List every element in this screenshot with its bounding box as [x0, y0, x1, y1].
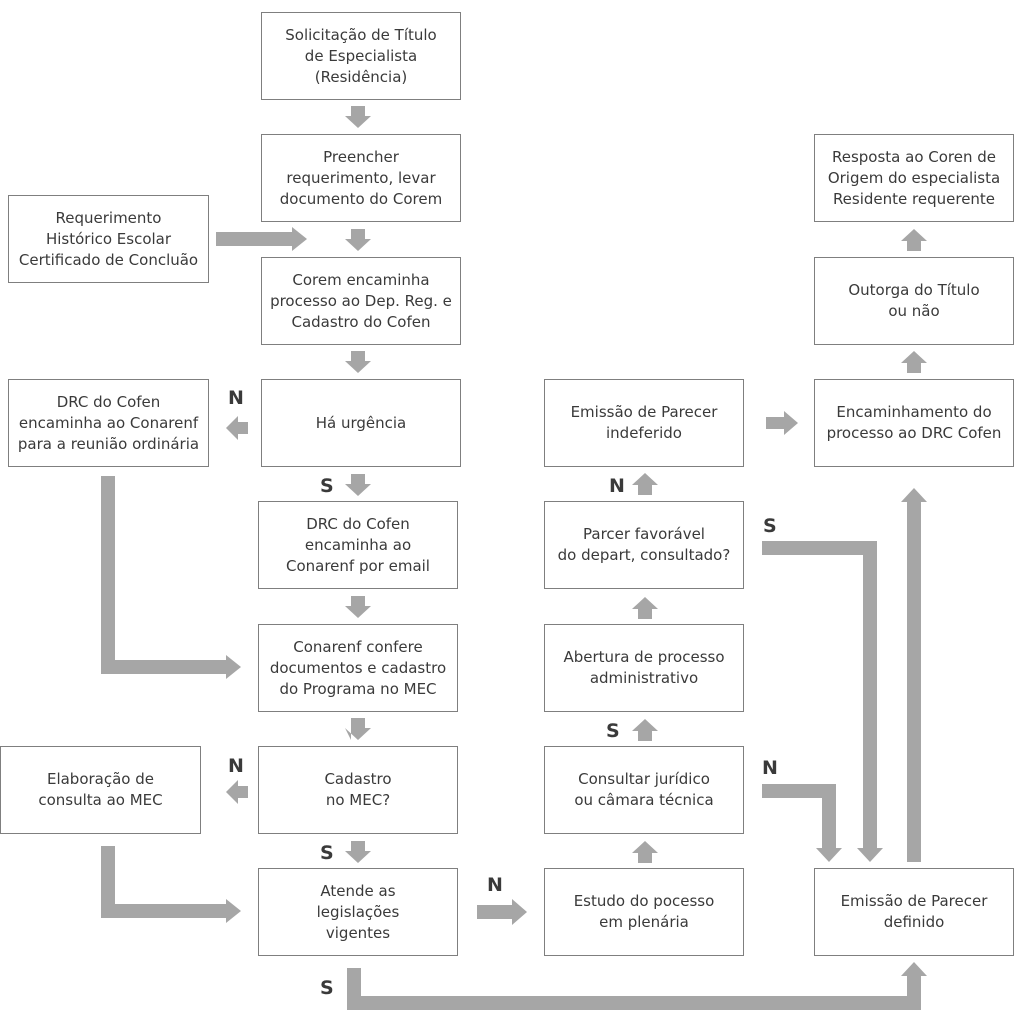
path-favoravel-s	[762, 541, 883, 862]
arrow-up-favoravel	[632, 473, 658, 495]
path-definido-up	[901, 488, 927, 862]
arrow-up-abertura	[632, 597, 658, 619]
label-atende-n: N	[487, 874, 503, 896]
arrow-up-outorga	[901, 229, 927, 251]
node-solicitacao: Solicitação de Título de Especialista (R…	[261, 12, 461, 100]
label-urgencia-n: N	[228, 387, 244, 409]
arrow-left-urgencia	[226, 416, 248, 440]
node-emissao-indeferido: Emissão de Parecer indeferido	[544, 379, 744, 467]
arrow-right-atende	[477, 899, 527, 925]
path-elaboracao-to-atende	[101, 846, 241, 923]
node-estudo: Estudo do pocesso em plenária	[544, 868, 744, 956]
label-cadastro-n: N	[228, 755, 244, 777]
node-resposta: Resposta ao Coren de Origem do especiali…	[814, 134, 1014, 222]
node-parecer-favoravel: Parcer favorável do depart, consultado?	[544, 501, 744, 589]
node-corem-encaminha: Corem encaminha processo ao Dep. Reg. e …	[261, 257, 461, 345]
node-cadastro-mec: Cadastro no MEC?	[258, 746, 458, 834]
arrow-up-estudo	[632, 841, 658, 863]
path-reuniao-to-conarenf	[101, 476, 241, 679]
label-consultar-s: S	[606, 720, 620, 742]
node-drc-conarenf-email: DRC do Cofen encaminha ao Conarenf por e…	[258, 501, 458, 589]
arrow-up-consultar	[632, 719, 658, 741]
path-atende-s	[347, 962, 927, 1010]
arrow-down-1	[345, 106, 371, 128]
node-outorga: Outorga do Título ou não	[814, 257, 1014, 345]
arrow-down-6	[345, 718, 371, 740]
path-consultar-n	[762, 784, 842, 862]
node-abertura: Abertura de processo administrativo	[544, 624, 744, 712]
label-urgencia-s: S	[320, 475, 334, 497]
node-elaboracao: Elaboração de consulta ao MEC	[0, 746, 201, 834]
node-drc-conarenf-reuniao: DRC do Cofen encaminha ao Conarenf para …	[8, 379, 209, 467]
node-conarenf-confere: Conarenf confere documentos e cadastro d…	[258, 624, 458, 712]
label-favoravel-n: N	[609, 475, 625, 497]
arrow-down-2	[345, 229, 371, 251]
arrow-down-4	[345, 474, 371, 496]
arrow-left-cadastro	[226, 780, 248, 804]
node-emissao-definido: Emissão de Parecer definido	[814, 868, 1014, 956]
label-atende-s: S	[320, 977, 334, 999]
arrow-down-5	[345, 596, 371, 618]
label-cadastro-s: S	[320, 842, 334, 864]
node-encaminhamento-drc: Encaminhamento do processo ao DRC Cofen	[814, 379, 1014, 467]
label-consultar-n: N	[762, 757, 778, 779]
node-preencher: Preencher requerimento, levar documento …	[261, 134, 461, 222]
node-consultar: Consultar jurídico ou câmara técnica	[544, 746, 744, 834]
node-ha-urgencia: Há urgência	[261, 379, 461, 467]
label-favoravel-s: S	[763, 515, 777, 537]
arrow-up-encaminhamento	[901, 351, 927, 373]
arrow-right-indeferido	[766, 411, 798, 435]
node-atende: Atende as legislações vigentes	[258, 868, 458, 956]
arrow-right-requerimento	[216, 227, 307, 251]
arrow-down-3	[345, 351, 371, 373]
node-requerimento: Requerimento Histórico Escolar Certifica…	[8, 195, 209, 283]
arrow-down-7	[345, 841, 371, 863]
